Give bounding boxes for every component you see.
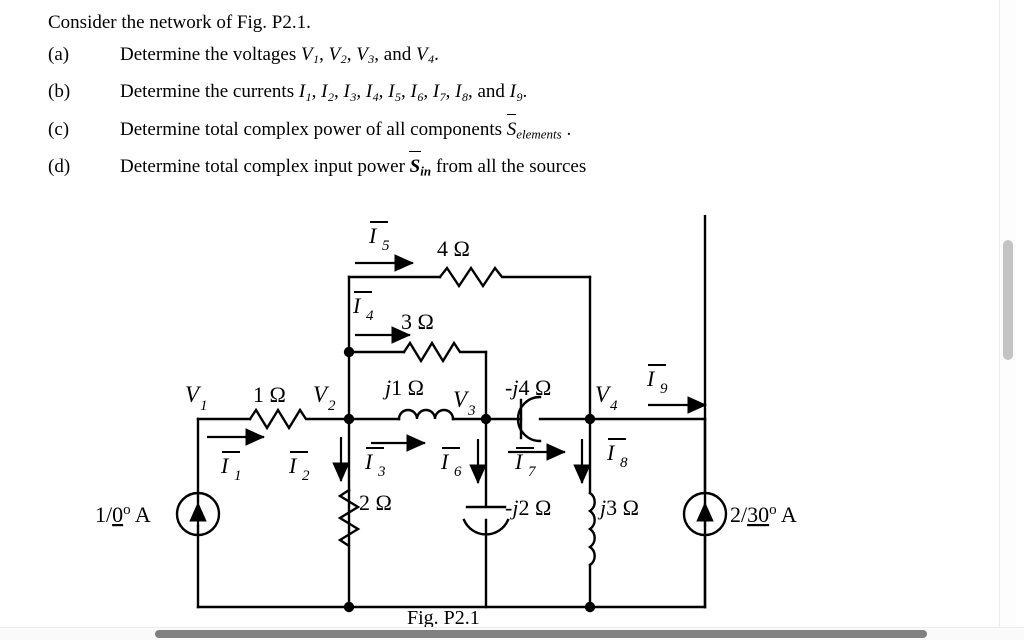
problem-item-d: (d) Determine total complex input power … [48, 150, 948, 185]
problem-item-a: (a) Determine the voltages V1, V2, V3, a… [48, 41, 948, 73]
problem-statement: Consider the network of Fig. P2.1. (a) D… [48, 10, 948, 185]
item-a-and: and [383, 44, 412, 65]
label-I3-sub: 3 [377, 464, 386, 480]
var-I6: I6 [410, 81, 424, 104]
item-a-label: (a) [48, 44, 70, 65]
var-I3: I3 [343, 81, 357, 104]
var-V4: V4 [415, 44, 435, 67]
value-capacitor-neg-j4-ohm: -j4 Ω [505, 375, 551, 400]
vertical-scrollbar[interactable] [999, 0, 1016, 628]
node-dot-bottom-mid [343, 601, 355, 613]
item-d-lead: Determine total complex input power [120, 155, 410, 177]
node-dot-V3 [480, 413, 492, 425]
item-c-text: Determine total complex power of all com… [120, 114, 572, 148]
value-inductor-j3-ohm: j3 Ω [597, 495, 639, 520]
symbol-S-in-sub: in [420, 163, 432, 179]
label-I1: I [220, 453, 230, 478]
var-I1: I1 [298, 81, 312, 104]
label-I5-sub: 5 [382, 238, 390, 254]
label-I7: I [514, 449, 524, 474]
var-I7: I7 [432, 81, 446, 104]
node-dots [343, 346, 596, 613]
var-V1: V1 [300, 44, 320, 67]
label-V4: V [595, 382, 612, 407]
label-I6: I [440, 449, 450, 474]
item-a-prefix: Determine the voltages [120, 44, 301, 65]
symbol-S-elements-sub: elements [516, 125, 562, 141]
value-resistor-3-ohm: 3 Ω [401, 309, 434, 334]
value-resistor-4-ohm: 4 Ω [437, 236, 470, 261]
label-V1-sub: 1 [200, 398, 208, 414]
value-inductor-j1-ohm: j1 Ω [382, 375, 424, 400]
item-d-trail: from all the sources [431, 155, 587, 177]
label-I4-sub: 4 [366, 308, 374, 324]
right-page-edge [1016, 0, 1024, 628]
node-dot-V4 [584, 413, 596, 425]
inductor-j3-symbol [587, 491, 596, 567]
label-I4: I [352, 293, 362, 318]
label-V3: V [453, 387, 470, 412]
label-I8-sub: 8 [620, 455, 628, 471]
vertical-scrollbar-thumb[interactable] [1003, 240, 1013, 360]
resistor-1-ohm-symbol [248, 407, 351, 431]
capacitor-neg-j4-plate-right [516, 395, 542, 443]
node-dot-V2 [343, 413, 355, 425]
inductor-j1-symbol [397, 408, 455, 421]
var-I4: I4 [365, 81, 379, 104]
label-V2-sub: 2 [328, 398, 336, 414]
label-V3-sub: 3 [467, 403, 476, 419]
item-b-text: Determine the currents I1, I2, I3, I4, I… [120, 81, 528, 104]
item-a-text: Determine the voltages V1, V2, V3, and V… [120, 44, 439, 67]
label-source-left: 1/0o A [95, 502, 151, 527]
node-dot-V2-upper [343, 346, 355, 358]
var-V2: V2 [328, 44, 347, 67]
resistor-3-ohm-symbol [402, 340, 488, 364]
var-I9: I9 [509, 81, 523, 104]
item-b-label: (b) [48, 81, 71, 103]
horizontal-scrollbar[interactable] [0, 627, 1024, 640]
var-I2: I2 [321, 81, 334, 104]
node-dot-bottom-right [584, 601, 596, 613]
label-I2-sub: 2 [302, 468, 310, 484]
item-d-text: Determine total complex input power Sin … [120, 150, 587, 185]
label-V4-sub: 4 [610, 398, 618, 414]
label-V1: V [185, 382, 202, 407]
item-c-label: (c) [48, 118, 70, 140]
item-c-lead: Determine total complex power of all com… [120, 118, 507, 140]
figure-caption: Fig. P2.1 [407, 607, 480, 629]
value-resistor-1-ohm: 1 Ω [253, 382, 286, 407]
label-I9-sub: 9 [660, 381, 668, 397]
circuit-diagram: I I I I I I I I I 1 2 3 4 5 6 7 8 9 V V … [0, 215, 1000, 630]
label-I9: I [646, 366, 656, 391]
symbol-S-elements: S [506, 114, 516, 144]
label-I6-sub: 6 [454, 464, 462, 480]
item-c-trail: . [561, 118, 572, 140]
label-V2: V [313, 382, 330, 407]
resistor-2-ohm-symbol [337, 488, 361, 548]
var-I5: I5 [388, 81, 401, 104]
label-I1-sub: 1 [234, 468, 242, 484]
item-d-label: (d) [48, 155, 71, 177]
problem-intro: Consider the network of Fig. P2.1. [48, 12, 311, 33]
value-resistor-2-ohm: 2 Ω [359, 490, 392, 515]
label-I5: I [368, 223, 378, 248]
item-b-and: and [477, 81, 505, 103]
label-I7-sub: 7 [528, 464, 537, 480]
value-capacitor-neg-j2-ohm: -j2 Ω [505, 495, 551, 520]
problem-item-b: (b) Determine the currents I1, I2, I3, I… [48, 78, 948, 110]
var-V3: V3 [356, 44, 375, 67]
label-I2: I [288, 453, 298, 478]
var-I8: I8 [455, 81, 468, 104]
label-I8: I [606, 440, 616, 465]
label-source-right: 2/30o A [730, 502, 797, 527]
symbol-S-in: S [408, 150, 421, 181]
resistor-4-ohm-symbol [438, 265, 592, 289]
item-b-prefix: Determine the currents [120, 81, 299, 103]
label-I3: I [364, 449, 374, 474]
horizontal-scrollbar-thumb[interactable] [155, 630, 927, 638]
problem-item-c: (c) Determine total complex power of all… [48, 114, 948, 148]
